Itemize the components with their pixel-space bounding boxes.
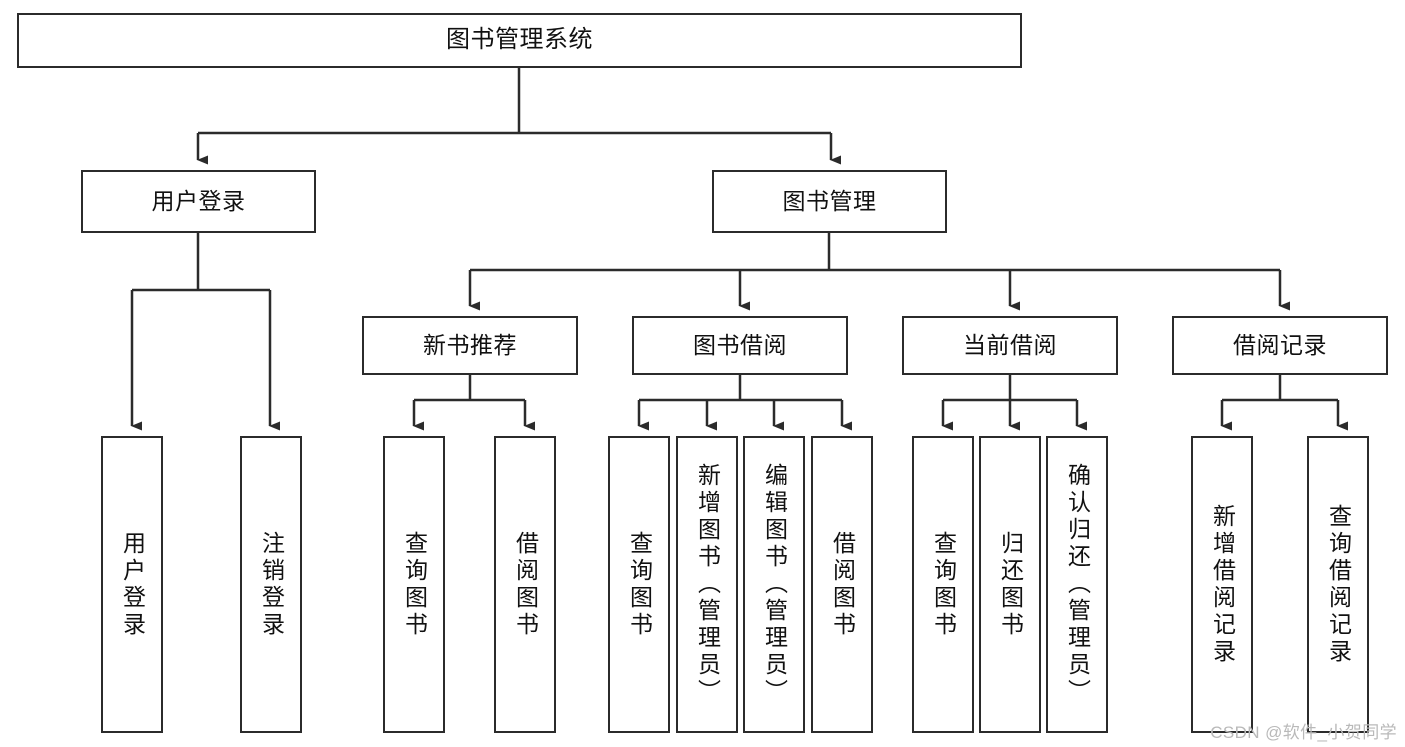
leaf-label: 查询借阅记录 [1325,503,1352,666]
watermark-text: CSDN @软件_小贺同学 [1210,723,1397,742]
leaf-label: 编辑图书（管理员） [761,463,788,706]
node-book-borrow[interactable]: 图书借阅 [632,316,848,375]
leaf-label: 借阅图书 [829,530,856,639]
leaf-query-book-borrow[interactable]: 查询图书 [608,436,670,733]
leaf-borrow-book[interactable]: 借阅图书 [811,436,873,733]
leaf-label: 用户登录 [119,530,146,639]
node-current-borrow[interactable]: 当前借阅 [902,316,1118,375]
node-label: 图书管理系统 [446,26,593,54]
leaf-borrow-book-recommend[interactable]: 借阅图书 [494,436,556,733]
leaf-label: 确认归还（管理员） [1064,463,1091,706]
leaf-label: 新增借阅记录 [1209,503,1236,666]
leaf-add-book-admin[interactable]: 新增图书（管理员） [676,436,738,733]
leaf-confirm-return-admin[interactable]: 确认归还（管理员） [1046,436,1108,733]
node-book-management[interactable]: 图书管理 [712,170,947,233]
leaf-query-book-current[interactable]: 查询图书 [912,436,974,733]
leaf-label: 借阅图书 [512,530,539,639]
node-new-book-recommend[interactable]: 新书推荐 [362,316,578,375]
leaf-label: 查询图书 [401,530,428,639]
leaf-user-login[interactable]: 用户登录 [101,436,163,733]
node-user-login[interactable]: 用户登录 [81,170,316,233]
node-label: 图书借阅 [693,331,787,358]
leaf-label: 查询图书 [930,530,957,639]
node-root-book-management-system[interactable]: 图书管理系统 [17,13,1022,68]
leaf-label: 注销登录 [258,530,285,639]
node-label: 图书管理 [782,187,877,214]
leaf-label: 查询图书 [626,530,653,639]
leaf-edit-book-admin[interactable]: 编辑图书（管理员） [743,436,805,733]
leaf-label: 新增图书（管理员） [694,463,721,706]
node-label: 当前借阅 [963,331,1057,358]
leaf-add-borrow-record[interactable]: 新增借阅记录 [1191,436,1253,733]
leaf-query-borrow-record[interactable]: 查询借阅记录 [1307,436,1369,733]
node-borrow-record[interactable]: 借阅记录 [1172,316,1388,375]
node-label: 用户登录 [151,187,246,214]
leaf-return-book[interactable]: 归还图书 [979,436,1041,733]
leaf-query-book-recommend[interactable]: 查询图书 [383,436,445,733]
leaf-logout-login[interactable]: 注销登录 [240,436,302,733]
leaf-label: 归还图书 [997,530,1024,639]
node-label: 借阅记录 [1233,331,1327,358]
node-label: 新书推荐 [423,331,517,358]
